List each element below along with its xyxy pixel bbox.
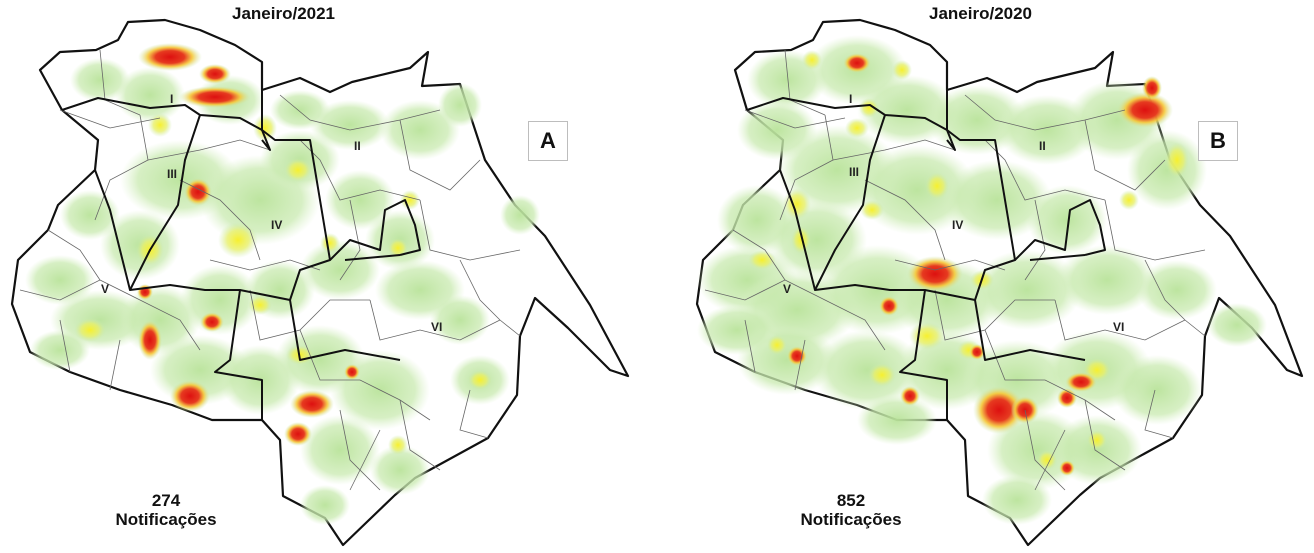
- neighborhood-boundaries-a: [19, 49, 521, 491]
- region-label-I: I: [170, 92, 173, 106]
- count-label-b: Notificações: [800, 510, 902, 529]
- map-panel-b: I II III IV V VI Janeiro/2020 B 852 Noti…: [657, 0, 1314, 553]
- notification-count-a: 274 Notificações: [86, 491, 246, 529]
- panel-letter-a: A: [528, 121, 568, 161]
- heatmap-map-b: I II III IV V VI: [695, 18, 1304, 547]
- regional-boundaries-b: [746, 90, 1106, 420]
- heatmap-map-a: I II III IV V VI: [10, 18, 630, 547]
- notification-count-b: 852 Notificações: [771, 491, 931, 529]
- region-label-III: III: [167, 167, 177, 181]
- region-label-II: II: [354, 139, 361, 153]
- panel-title-a: Janeiro/2021: [232, 4, 336, 23]
- region-label-IV: IV: [271, 218, 282, 232]
- panel-title-b: Janeiro/2020: [929, 4, 1033, 23]
- count-value-b: 852: [836, 491, 866, 510]
- region-label-I: I: [849, 92, 852, 106]
- heat-layer-a: [25, 43, 540, 525]
- panel-letter-b: B: [1198, 121, 1238, 161]
- neighborhood-boundaries-b: [704, 49, 1206, 491]
- region-label-V: V: [783, 282, 791, 296]
- regional-boundaries-a: [61, 90, 421, 420]
- count-value-a: 274: [151, 491, 181, 510]
- region-label-V: V: [101, 282, 109, 296]
- region-label-III: III: [849, 165, 859, 179]
- map-panel-a: I II III IV V VI Janeiro/2021 A 274 Noti…: [10, 4, 630, 547]
- region-label-IV: IV: [952, 218, 963, 232]
- region-label-VI: VI: [431, 320, 442, 334]
- count-label-a: Notificações: [115, 510, 217, 529]
- region-label-II: II: [1039, 139, 1046, 153]
- region-label-VI: VI: [1113, 320, 1124, 334]
